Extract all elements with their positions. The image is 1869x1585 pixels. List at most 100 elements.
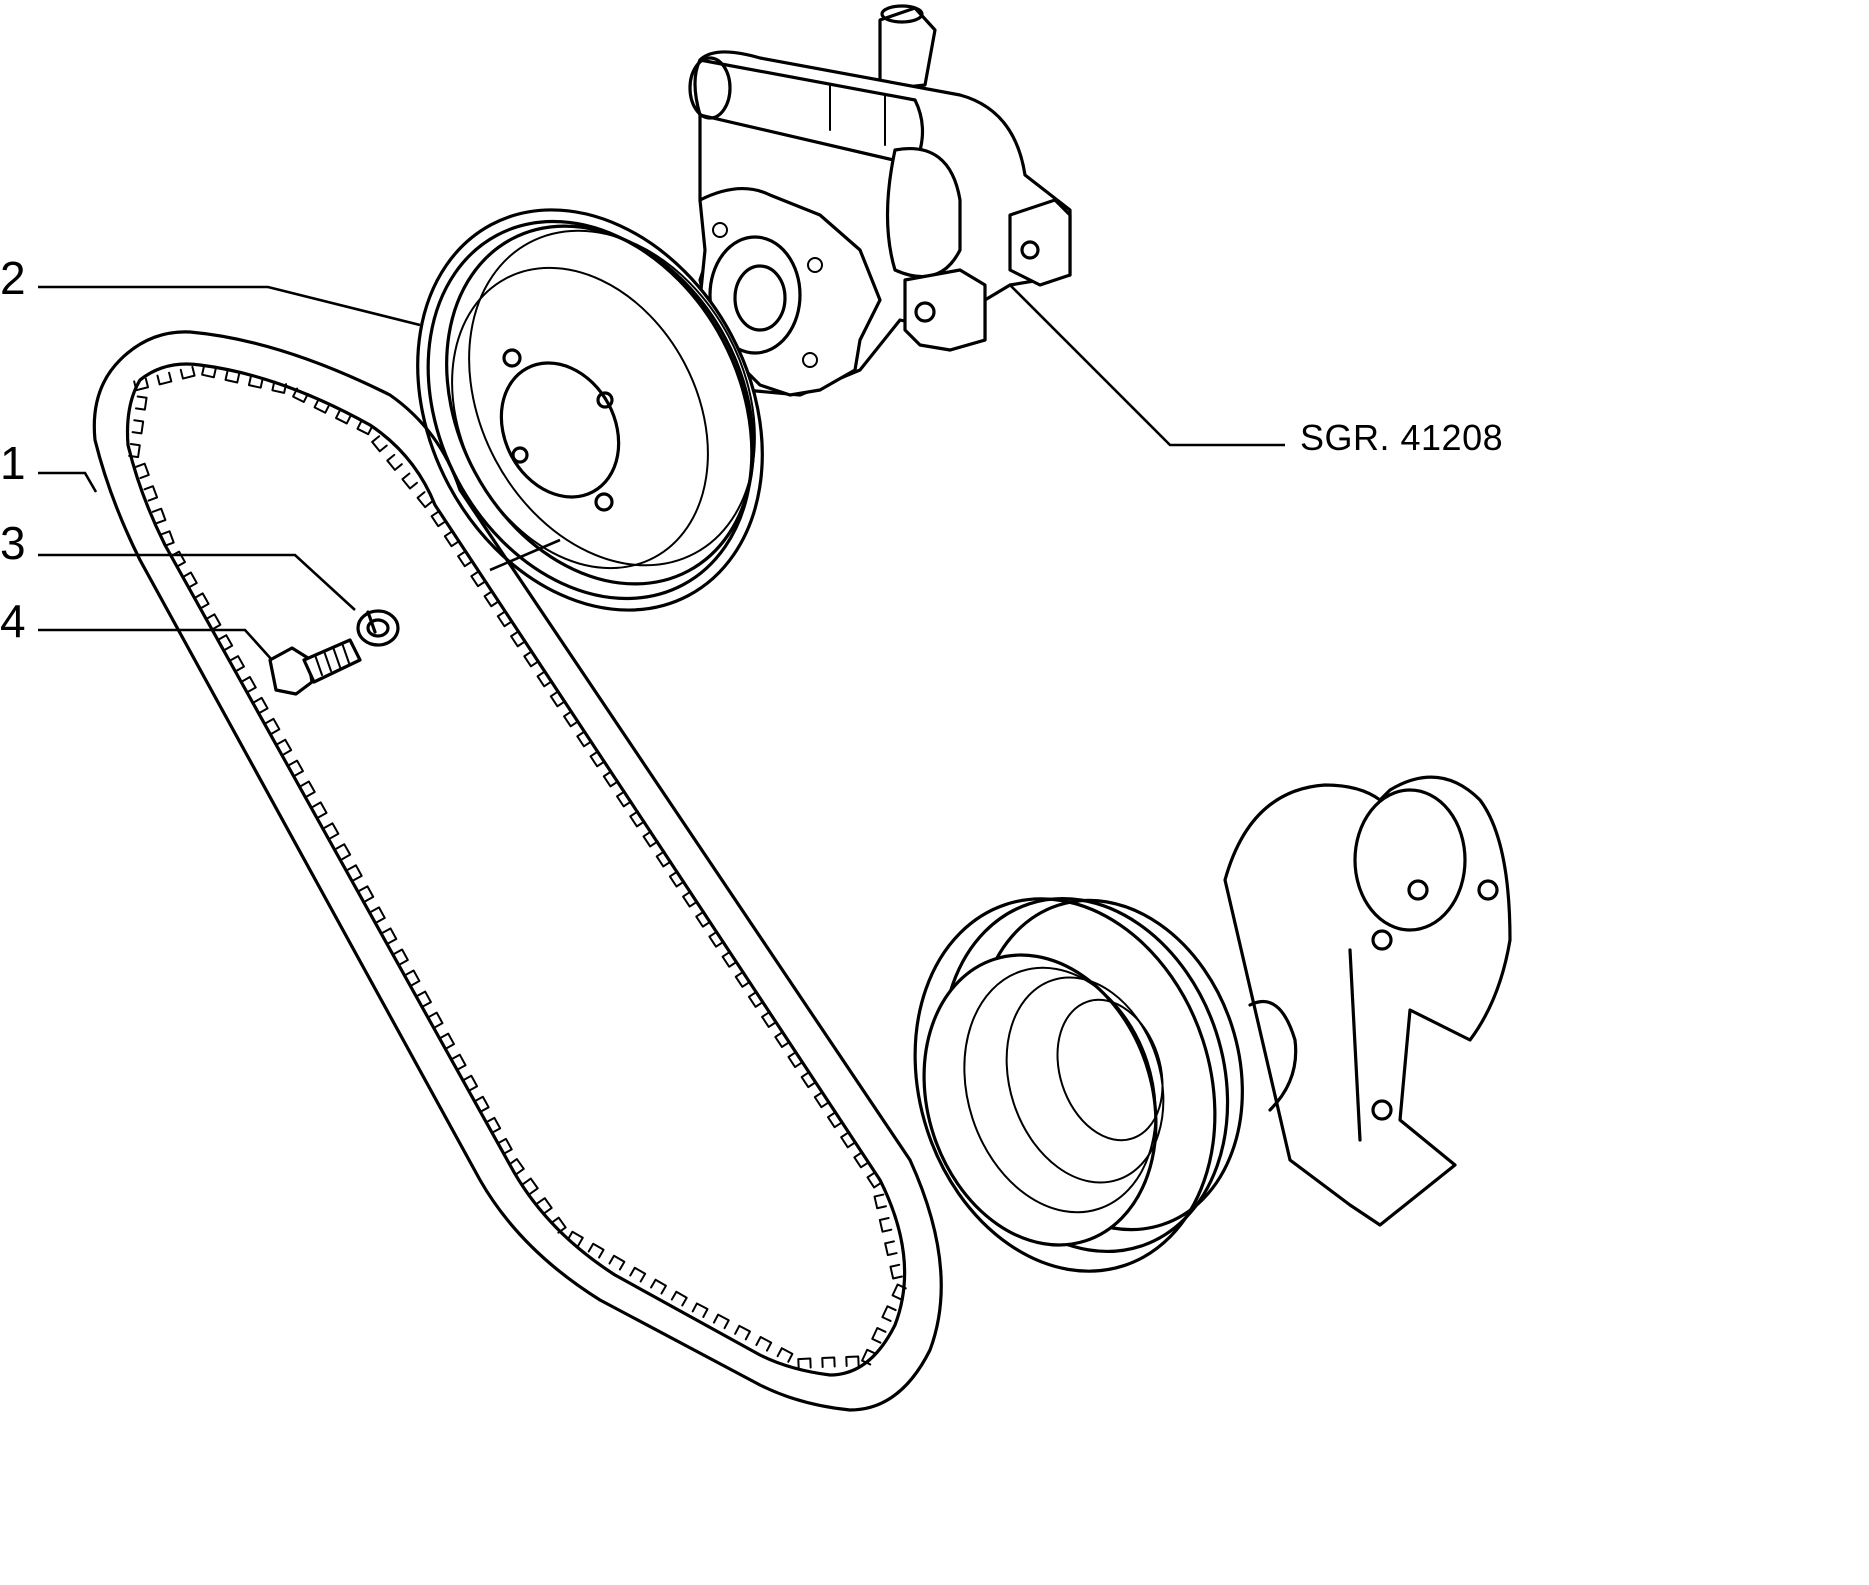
belt-tooth	[381, 927, 398, 945]
belt-tooth	[878, 1216, 893, 1233]
belt-tooth	[821, 1356, 836, 1369]
crankshaft-pulley	[913, 775, 1512, 1273]
reference-code: SGR. 41208	[1300, 417, 1504, 458]
belt-tooth	[523, 650, 540, 668]
belt-tooth	[845, 1355, 860, 1367]
belt-tooth	[264, 717, 281, 735]
leader-4	[38, 628, 273, 661]
belt-tooth	[761, 1010, 778, 1028]
belt-tooth	[370, 906, 386, 924]
belt-tooth	[497, 1137, 513, 1155]
belt-tooth	[797, 1357, 812, 1370]
belt-tooth	[443, 530, 460, 548]
hex-bolt	[268, 638, 362, 696]
belt-tooth	[416, 990, 432, 1008]
belt-tooth	[358, 885, 375, 903]
leader-lines	[38, 284, 1285, 661]
belt-tooth	[747, 990, 765, 1008]
belt-tooth	[217, 634, 234, 652]
belt-tooth	[371, 435, 388, 453]
belt-tooth	[536, 1197, 553, 1215]
belt-tooth	[566, 1230, 584, 1247]
belt-tooth	[313, 398, 331, 414]
belt-tooth	[416, 491, 434, 509]
belt-tooth	[271, 380, 288, 394]
belt-tooth	[160, 530, 175, 547]
belt-tooth	[668, 870, 686, 888]
belt-tooth	[386, 453, 403, 471]
belt-tooth	[734, 970, 751, 988]
lock-washer	[356, 609, 400, 647]
belt-tooth	[774, 1031, 791, 1048]
callout-3: 3	[0, 517, 26, 569]
belt-tooth	[131, 419, 145, 435]
belt-tooth	[602, 770, 619, 788]
belt-tooth	[439, 1032, 456, 1050]
belt-tooth	[776, 1347, 794, 1363]
belt-tooth	[549, 690, 566, 708]
belt-tooth	[300, 780, 316, 798]
belt-tooth	[347, 864, 363, 882]
belt-tooth	[292, 387, 309, 403]
belt-tooth	[881, 1305, 897, 1322]
leader-3	[38, 553, 356, 611]
belt-tooth	[252, 696, 269, 714]
belt-tooth	[861, 1348, 877, 1366]
belt-tooth	[133, 377, 150, 392]
belt-tooth	[205, 613, 222, 631]
belt-tooth	[608, 1254, 626, 1271]
belt-tooth	[721, 950, 738, 968]
belt-tooth	[401, 472, 418, 490]
belt-tooth	[682, 890, 699, 908]
belt-tooth	[734, 1324, 751, 1341]
drive-belt	[92, 330, 943, 1412]
belt-tooth	[800, 1071, 817, 1089]
belt-tooth	[311, 801, 328, 819]
belt-tooth	[156, 371, 173, 386]
belt-tooth	[485, 1116, 502, 1134]
belt-tooth	[335, 409, 352, 425]
belt-tooth	[650, 1278, 667, 1295]
callout-1: 1	[0, 437, 26, 489]
belt-tooth	[587, 1242, 605, 1259]
belt-tooth	[335, 843, 352, 861]
belt-tooth	[356, 419, 374, 436]
belt-tooth	[393, 948, 409, 966]
belt-tooth	[182, 571, 198, 589]
belt-tooth	[288, 759, 304, 777]
belt-tooth	[473, 1095, 490, 1113]
belt-tooth	[884, 1240, 898, 1257]
belt-tooth	[457, 550, 474, 568]
belt-tooth	[670, 1290, 688, 1307]
belt-tooth	[589, 750, 606, 768]
belt-tooth	[483, 590, 500, 608]
belt-tooth	[536, 670, 553, 688]
belt-tooth	[616, 790, 633, 808]
belt-tooth	[712, 1313, 730, 1330]
belt-tooth	[691, 1302, 709, 1319]
belt-tooth	[840, 1131, 857, 1149]
belt-tooth	[143, 485, 159, 502]
belt-tooth	[826, 1111, 844, 1129]
belt-tooth	[576, 730, 593, 748]
belt-tooth	[695, 910, 712, 928]
belt-tooth	[550, 1216, 567, 1234]
belt-tooth	[563, 710, 580, 728]
belt-tooth	[323, 822, 340, 840]
leader-pulley-axis	[489, 538, 561, 572]
belt-tooth	[889, 1263, 903, 1280]
belt-tooth	[179, 365, 196, 380]
belt-tooth	[787, 1051, 804, 1069]
belt-tooth	[128, 442, 141, 459]
belt-tooth	[134, 395, 148, 411]
belt-tooth	[873, 1193, 887, 1210]
belt-tooth	[193, 592, 210, 610]
belt-tooth	[708, 930, 725, 948]
callout-4: 4	[0, 595, 26, 647]
belt-tooth	[430, 510, 447, 528]
belt-tooth	[427, 1011, 444, 1029]
belt-tooth	[247, 375, 264, 389]
belt-tooth	[462, 1074, 479, 1092]
power-steering-pump	[688, 4, 1072, 397]
